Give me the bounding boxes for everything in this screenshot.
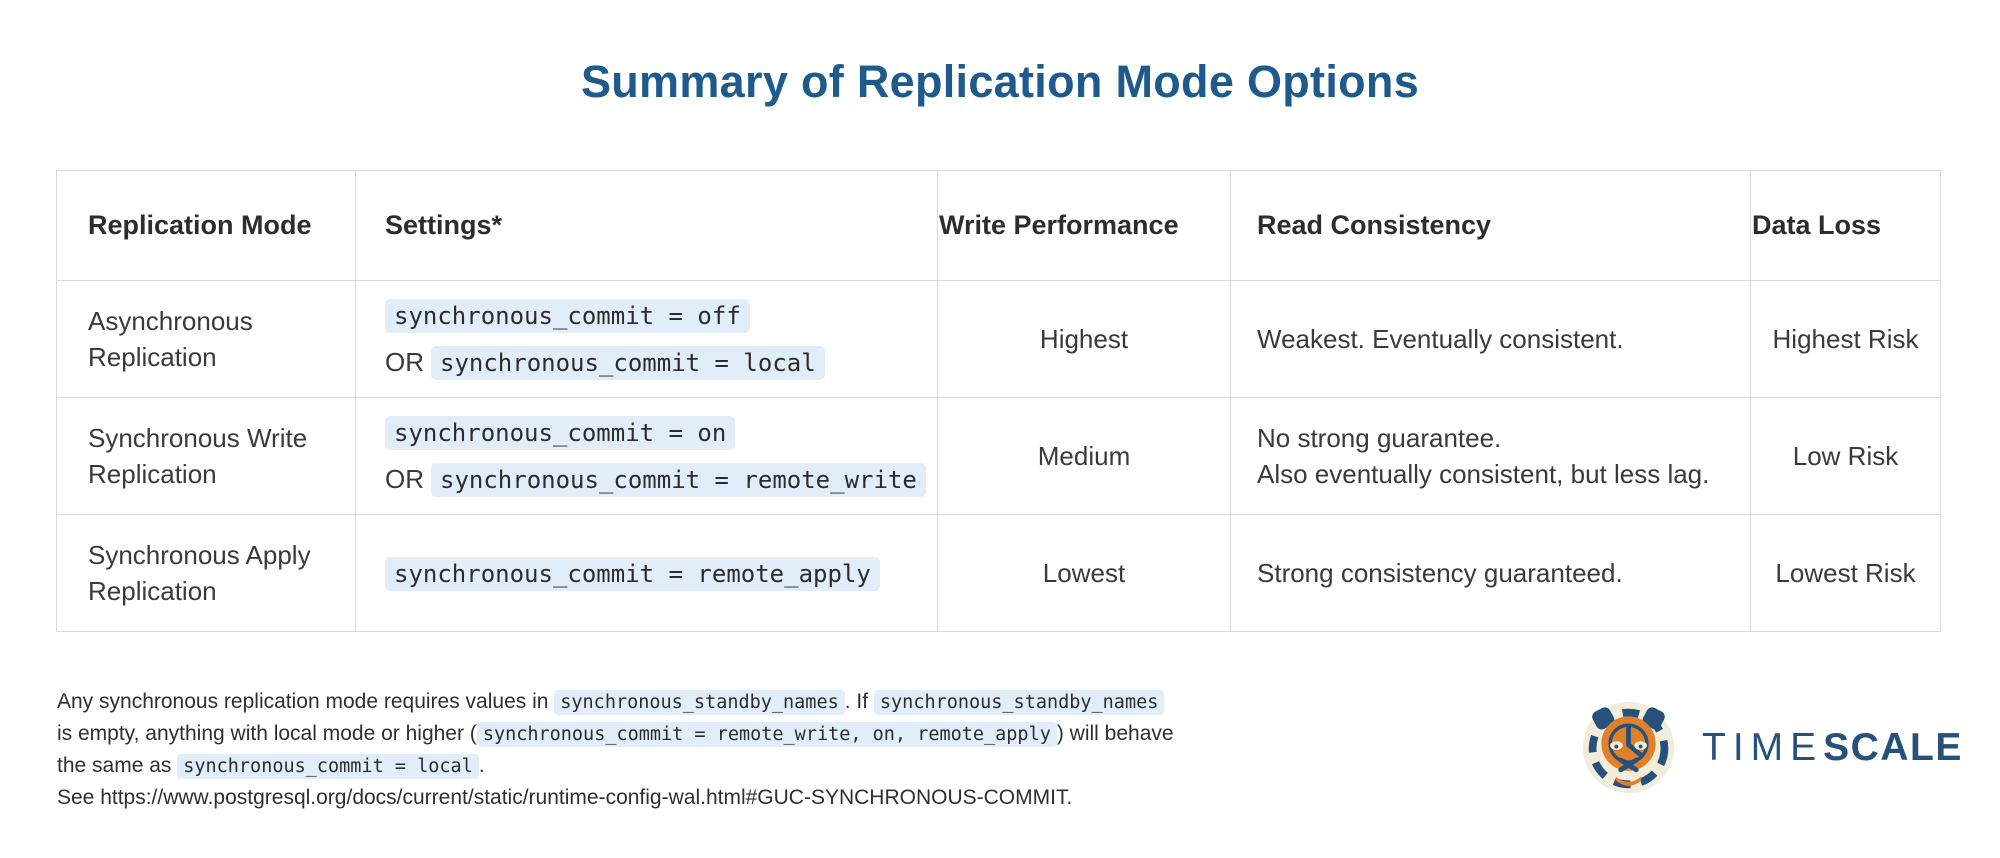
or-text: OR bbox=[385, 464, 424, 494]
cell-settings: synchronous_commit = remote_apply bbox=[355, 514, 938, 632]
footnote-code-chip: synchronous_standby_names bbox=[873, 690, 1165, 715]
footnote-text: . bbox=[478, 754, 485, 777]
or-text: OR bbox=[385, 347, 424, 377]
header-data-loss: Data Loss bbox=[1750, 170, 1941, 281]
table-header-row: Replication Mode Settings* Write Perform… bbox=[56, 170, 1941, 281]
cell-write-performance: Lowest bbox=[937, 514, 1231, 632]
table-row: Asynchronous Replication synchronous_com… bbox=[56, 280, 1941, 398]
footnote-text: ) will behave bbox=[1056, 722, 1174, 745]
code-chip: synchronous_commit = on bbox=[385, 416, 736, 450]
code-chip: synchronous_commit = off bbox=[385, 299, 750, 333]
settings-line: synchronous_commit = off bbox=[385, 297, 927, 334]
footnote-code-chip: synchronous_commit = remote_write, on, r… bbox=[476, 722, 1057, 747]
read-consistency-line: No strong guarantee. bbox=[1257, 423, 1502, 453]
footnote-code-chip: synchronous_commit = local bbox=[177, 754, 479, 779]
cell-replication-mode: Synchronous Apply Replication bbox=[56, 514, 356, 632]
cell-write-performance: Medium bbox=[937, 397, 1231, 515]
footnote-text: . If bbox=[844, 690, 874, 713]
wordmark-scale: SCALE bbox=[1823, 725, 1963, 769]
replication-modes-table: Replication Mode Settings* Write Perform… bbox=[56, 170, 1941, 632]
timescale-tiger-icon bbox=[1582, 701, 1675, 794]
code-chip: synchronous_commit = remote_write bbox=[431, 463, 926, 497]
footnote-line: the same as synchronous_commit = local. bbox=[57, 750, 1237, 782]
footnote-line: Any synchronous replication mode require… bbox=[57, 686, 1237, 718]
cell-data-loss: Low Risk bbox=[1750, 397, 1941, 515]
settings-line: synchronous_commit = remote_apply bbox=[385, 555, 927, 592]
page-title: Summary of Replication Mode Options bbox=[580, 56, 1420, 107]
cell-data-loss: Lowest Risk bbox=[1750, 514, 1941, 632]
cell-read-consistency: Strong consistency guaranteed. bbox=[1230, 514, 1751, 632]
cell-read-consistency: No strong guarantee. Also eventually con… bbox=[1230, 397, 1751, 515]
footnote-text: Any synchronous replication mode require… bbox=[57, 690, 555, 713]
cell-replication-mode: Synchronous Write Replication bbox=[56, 397, 356, 515]
read-consistency-line: Also eventually consistent, but less lag… bbox=[1257, 459, 1710, 489]
header-replication-mode: Replication Mode bbox=[56, 170, 356, 281]
table-row: Synchronous Apply Replication synchronou… bbox=[56, 514, 1941, 632]
header-settings: Settings* bbox=[355, 170, 938, 281]
footnote-text: is empty, anything with local mode or hi… bbox=[57, 722, 477, 745]
code-chip: synchronous_commit = local bbox=[431, 346, 825, 380]
header-write-performance: Write Performance bbox=[937, 170, 1231, 281]
footnote-line: is empty, anything with local mode or hi… bbox=[57, 718, 1237, 750]
table-row: Synchronous Write Replication synchronou… bbox=[56, 397, 1941, 515]
cell-data-loss: Highest Risk bbox=[1750, 280, 1941, 398]
timescale-logo: TIMESCALE bbox=[1580, 699, 1963, 796]
footnote: Any synchronous replication mode require… bbox=[57, 686, 1237, 814]
code-chip: synchronous_commit = remote_apply bbox=[385, 556, 880, 591]
cell-write-performance: Highest bbox=[937, 280, 1231, 398]
timescale-wordmark: TIMESCALE bbox=[1702, 726, 1963, 770]
header-read-consistency: Read Consistency bbox=[1230, 170, 1751, 281]
footnote-text: the same as bbox=[57, 754, 178, 777]
footnote-code-chip: synchronous_standby_names bbox=[554, 690, 845, 715]
settings-line: synchronous_commit = on bbox=[385, 414, 927, 451]
cell-replication-mode: Asynchronous Replication bbox=[56, 280, 356, 398]
footnote-line: See https://www.postgresql.org/docs/curr… bbox=[57, 782, 1237, 814]
footnote-doc-link-text: See https://www.postgresql.org/docs/curr… bbox=[57, 786, 1073, 809]
read-consistency-line: Weakest. Eventually consistent. bbox=[1257, 324, 1624, 354]
wordmark-time: TIME bbox=[1702, 725, 1824, 769]
read-consistency-line: Strong consistency guaranteed. bbox=[1257, 558, 1623, 588]
cell-read-consistency: Weakest. Eventually consistent. bbox=[1230, 280, 1751, 398]
